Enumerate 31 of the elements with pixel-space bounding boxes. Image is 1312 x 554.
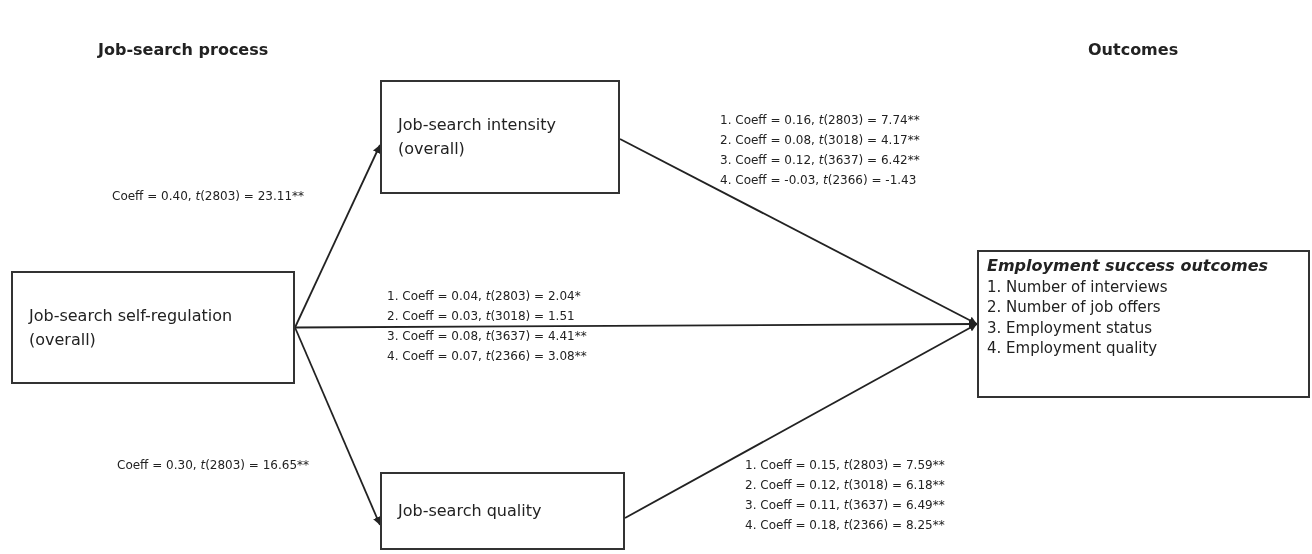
coefficient-label: 1. Coeff = 0.04, t(2803) = 2.04* bbox=[387, 289, 581, 304]
coefficient-label: 2. Coeff = 0.08, t(3018) = 4.17** bbox=[720, 133, 920, 148]
coefficient-label: 4. Coeff = 0.18, t(2366) = 8.25** bbox=[745, 518, 945, 533]
arrow bbox=[619, 138, 978, 325]
box-label: Job-search intensity (overall) bbox=[398, 114, 558, 160]
coefficient-label: 2. Coeff = 0.03, t(3018) = 1.51 bbox=[387, 309, 575, 324]
process-box bbox=[380, 472, 625, 550]
arrow bbox=[294, 144, 381, 329]
edge-label: Coeff = 0.30, t(2803) = 16.65** bbox=[117, 458, 310, 473]
list-item: 2. Number of job offers bbox=[987, 297, 1162, 318]
process-box bbox=[380, 80, 620, 194]
edge-label: Coeff = 0.40, t(2803) = 23.11** bbox=[112, 189, 305, 204]
list-item: 3. Employment status bbox=[987, 317, 1153, 338]
list-item: 1. Number of interviews bbox=[987, 276, 1169, 297]
arrow bbox=[624, 323, 978, 519]
coefficient-label: 3. Coeff = 0.12, t(3637) = 6.42** bbox=[720, 153, 920, 168]
coefficient-label: 3. Coeff = 0.11, t(3637) = 6.49** bbox=[745, 498, 945, 513]
coefficient-label: 1. Coeff = 0.15, t(2803) = 7.59** bbox=[745, 458, 945, 473]
coefficient-label: 1. Coeff = 0.16, t(2803) = 7.74** bbox=[720, 113, 920, 128]
coefficient-label: 3. Coeff = 0.08, t(3637) = 4.41** bbox=[387, 329, 587, 344]
column-heading: Job-search process bbox=[98, 42, 269, 57]
process-box bbox=[11, 271, 295, 384]
coefficient-label: 4. Coeff = -0.03, t(2366) = -1.43 bbox=[720, 173, 917, 188]
box-heading: Employment success outcomes bbox=[987, 256, 1269, 277]
list-item: 4. Employment quality bbox=[987, 338, 1159, 359]
column-heading: Outcomes bbox=[1088, 42, 1179, 57]
coefficient-label: 2. Coeff = 0.12, t(3018) = 6.18** bbox=[745, 478, 945, 493]
box-label: Job-search self-regulation (overall) bbox=[29, 304, 234, 351]
box-label: Job-search quality bbox=[398, 500, 543, 522]
process-box bbox=[977, 250, 1310, 398]
coefficient-label: 4. Coeff = 0.07, t(2366) = 3.08** bbox=[387, 349, 587, 364]
